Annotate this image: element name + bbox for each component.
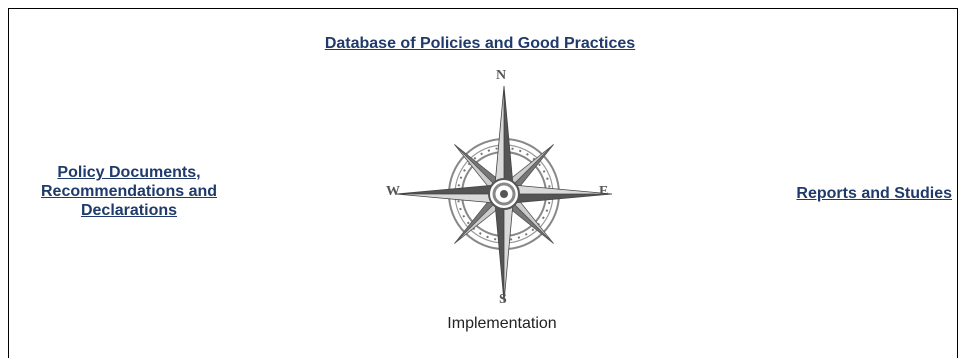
compass-rose-icon: N S W E: [368, 68, 640, 316]
content-frame: [8, 8, 958, 358]
compass-north-label: N: [496, 68, 507, 83]
compass-west-label: W: [386, 184, 400, 199]
compass-rose-graphic: [395, 85, 613, 303]
policy-documents-link-line3: Declarations: [80, 202, 178, 219]
implementation-label: Implementation: [447, 315, 557, 332]
policy-documents-link[interactable]: Policy Documents, Recommendations and De…: [4, 163, 254, 220]
policy-documents-link-line2: Recommendations and: [40, 183, 218, 200]
compass-south-label: S: [499, 292, 507, 307]
reports-and-studies-link[interactable]: Reports and Studies: [796, 185, 952, 202]
compass-east-label: E: [599, 184, 609, 199]
database-of-policies-link[interactable]: Database of Policies and Good Practices: [324, 35, 636, 52]
policy-documents-link-line1: Policy Documents,: [57, 164, 201, 181]
